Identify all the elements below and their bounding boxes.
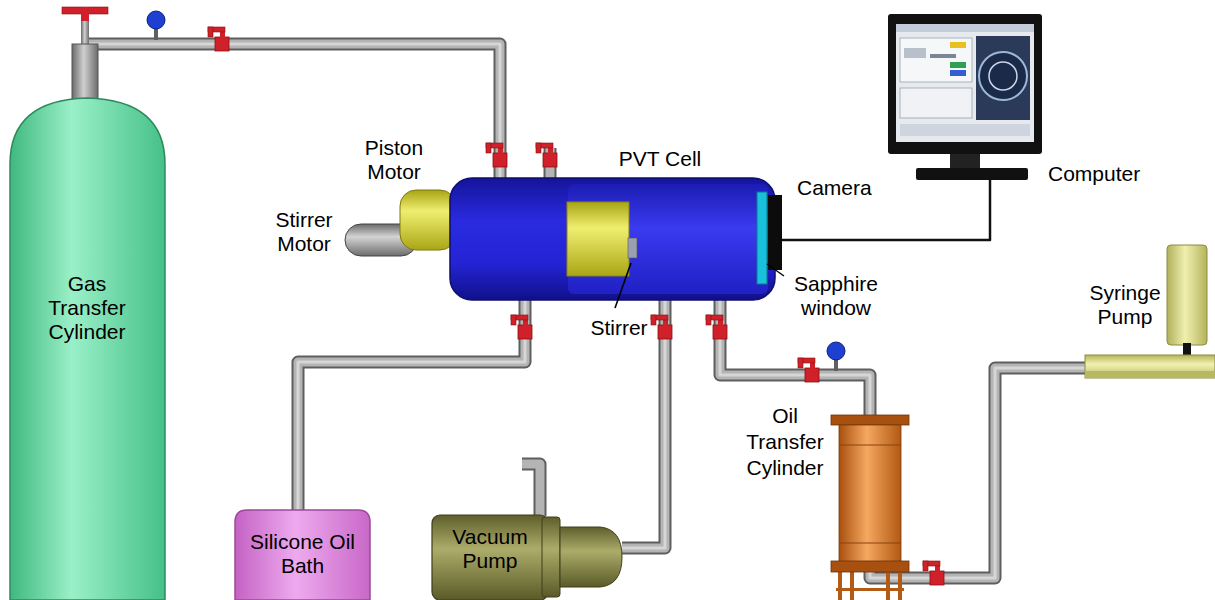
- screen-widget: [930, 54, 956, 58]
- cylinder-leg: [898, 570, 902, 600]
- oil-cylinder-shape: [833, 415, 907, 572]
- vacuum-pump: Vacuum Pump: [432, 515, 622, 600]
- pressure-gauge: [827, 342, 845, 371]
- oil-cylinder: Oil Transfer Cylinder: [833, 415, 907, 572]
- part-label: Sapphire window: [788, 272, 884, 320]
- node-label: PVT Cell: [610, 147, 710, 171]
- screen-widget: [950, 62, 966, 68]
- pvt-cell: PVT Cell: [450, 178, 775, 300]
- screen-panel: [900, 88, 972, 118]
- screen-widget: [904, 48, 926, 58]
- pipe-highlight: [870, 368, 1085, 578]
- pipe-highlight: [298, 300, 525, 510]
- camera-body: [768, 195, 782, 270]
- node-label: Vacuum Pump: [435, 525, 545, 573]
- monitor-frame: [888, 14, 1042, 154]
- pump-base: [1085, 355, 1215, 378]
- exhaust-pipe: [522, 464, 540, 516]
- stirrer: [628, 238, 637, 258]
- node-label: Gas Transfer Cylinder: [37, 272, 137, 344]
- cylinder-cap: [831, 561, 909, 572]
- cylinder-ring: [839, 543, 901, 544]
- pvt-cell-body: [450, 178, 775, 300]
- camera-view: [976, 36, 1030, 120]
- cylinder-leg: [838, 570, 842, 600]
- line-valve: [923, 561, 944, 585]
- camera-view-ring: [989, 62, 1017, 90]
- bath-body: [235, 510, 370, 600]
- node-label: Silicone Oil Bath: [240, 530, 365, 578]
- sapphire-window: [757, 192, 767, 284]
- pipe-fill: [870, 368, 1085, 578]
- cylinder-leg: [836, 588, 904, 591]
- valve-handle: [81, 7, 89, 21]
- pump-base: [1085, 371, 1215, 378]
- pump-cap: [560, 527, 622, 587]
- computer-monitor: Computer: [888, 14, 1042, 180]
- line-valve: [536, 143, 557, 167]
- pipe-connector: [298, 300, 525, 510]
- line-valve: [486, 143, 507, 167]
- screen-bar: [900, 124, 1030, 136]
- screen-panel: [900, 38, 972, 82]
- pvt-cell-shape: [450, 178, 775, 300]
- screen-widget: [950, 70, 966, 76]
- camera-view-ring: [979, 52, 1027, 100]
- cylinder-cap: [831, 415, 909, 425]
- pipe-outline: [298, 300, 525, 510]
- cylinder-leg: [850, 570, 854, 600]
- cylinder-leg: [886, 570, 890, 600]
- syringe-pump: Syringe Pump: [1085, 245, 1215, 378]
- screen-widget: [950, 42, 966, 48]
- pipe-outline: [870, 368, 1085, 578]
- monitor-base: [916, 168, 1028, 180]
- exhaust-pipe: [522, 464, 540, 516]
- gas-cylinder: Gas Transfer Cylinder: [10, 44, 165, 600]
- part-label: Camera: [797, 176, 897, 200]
- pump-flange: [542, 517, 560, 597]
- pipe-fill: [298, 300, 525, 510]
- syringe-barrel: [1167, 245, 1207, 345]
- leader-line: [615, 263, 631, 308]
- pipe-connector: [870, 368, 1085, 578]
- line-valve: [511, 315, 532, 339]
- node-label: Syringe Pump: [1087, 281, 1163, 329]
- part-label: Stirrer: [584, 316, 654, 340]
- part-label: Stirrer Motor: [268, 208, 340, 256]
- part-label: Piston Motor: [352, 136, 436, 184]
- piston: [567, 202, 629, 276]
- node-label: Computer: [1048, 162, 1168, 186]
- cylinder-neck: [72, 44, 98, 104]
- screen-bar: [896, 24, 1034, 32]
- gas-cylinder-body: [10, 98, 165, 600]
- cell-chamber: [568, 184, 768, 294]
- oil-cylinder-body: [839, 425, 901, 562]
- computer-monitor-shape: [888, 14, 1042, 180]
- node-label: Oil Transfer Cylinder: [739, 403, 831, 481]
- line-valve: [706, 315, 727, 339]
- cylinder-ring: [839, 445, 901, 446]
- pump-body: [432, 515, 548, 600]
- monitor-stand: [950, 154, 980, 170]
- monitor-screen: [896, 24, 1034, 142]
- oil-bath: Silicone Oil Bath: [235, 510, 370, 600]
- line-valve: [651, 315, 672, 339]
- line-valve: [798, 358, 819, 382]
- piston-motor: [400, 190, 456, 250]
- leader-line: [767, 264, 784, 276]
- line-valve: [208, 27, 229, 51]
- pressure-gauge: [147, 11, 165, 40]
